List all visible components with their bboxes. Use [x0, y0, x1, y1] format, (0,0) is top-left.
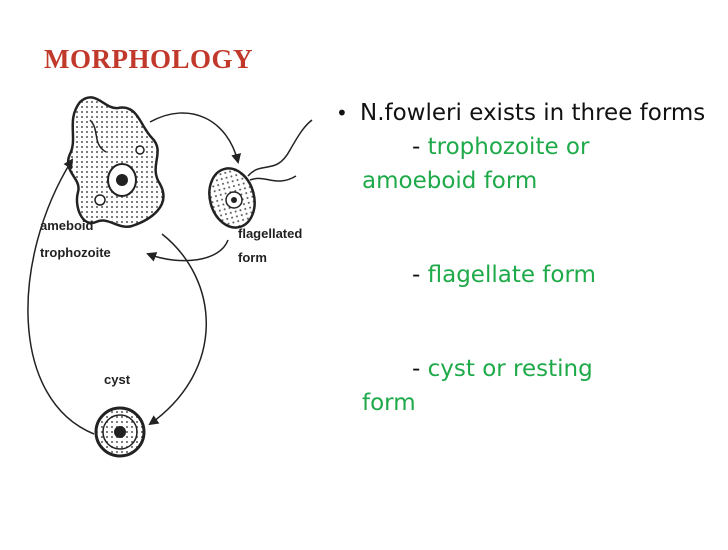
label-flagellated: flagellated [238, 226, 302, 241]
cyst-drawing [94, 406, 146, 458]
arrow-cyst-to-trophozoite [27, 158, 95, 435]
label-ameboid: ameboid [40, 218, 94, 233]
label-flagellated-form: form [238, 250, 267, 265]
form-name-cont: form [362, 390, 416, 416]
label-trophozoite: trophozoite [40, 245, 111, 260]
bullet-text: N.fowleri exists in three forms [360, 100, 706, 126]
slide-content: • N.fowleri exists in three forms - trop… [336, 96, 708, 420]
ameboid-trophozoite-drawing [66, 96, 165, 228]
lifecycle-figure: ameboid trophozoite flagellated form cys… [0, 80, 330, 546]
form-dash: - [412, 134, 428, 160]
form-item-trophozoite: - trophozoite or amoeboid form [362, 130, 708, 198]
bullet-dot: • [336, 101, 348, 125]
form-item-flagellate: - flagellate form [362, 258, 708, 292]
flagellated-form-drawing [208, 119, 313, 229]
arrow-to-trophozoite [146, 239, 229, 262]
lifecycle-diagram: ameboid trophozoite flagellated form cys… [27, 96, 313, 458]
arrow-to-cyst [148, 233, 207, 426]
slide-title: MORPHOLOGY [44, 44, 253, 74]
form-dash: - [412, 262, 428, 288]
form-name-cont: amoeboid form [362, 168, 538, 194]
arrow-to-flagellate [149, 112, 242, 164]
form-item-cyst: - cyst or resting form [362, 352, 708, 420]
label-cyst: cyst [104, 372, 131, 387]
form-name: trophozoite or [427, 134, 590, 160]
form-dash: - [412, 356, 428, 382]
form-name: cyst or resting [427, 356, 593, 382]
bullet-item: • N.fowleri exists in three forms [336, 96, 708, 130]
form-name: flagellate form [427, 262, 596, 288]
